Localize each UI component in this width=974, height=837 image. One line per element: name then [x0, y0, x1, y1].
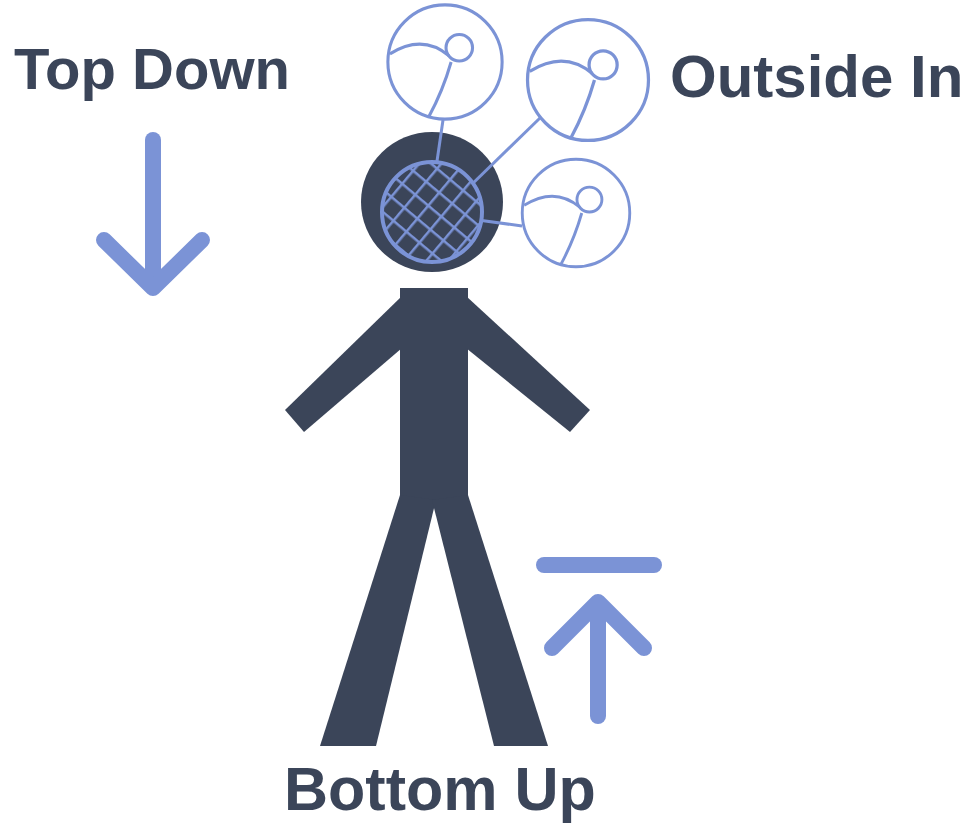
left-leg: [320, 495, 436, 746]
direction-label: Top Down: [14, 40, 290, 98]
right-leg: [432, 495, 548, 746]
perspective-icon: [528, 20, 649, 141]
up-arrow: [544, 565, 654, 716]
direction-label: Outside In: [670, 47, 963, 107]
head: [361, 132, 503, 272]
perspective-icon: [388, 5, 502, 119]
torso: [400, 288, 468, 502]
down-arrow: [104, 140, 202, 288]
brain-mesh: [382, 162, 482, 262]
direction-label: Bottom Up: [284, 759, 596, 820]
right-arm: [466, 296, 590, 432]
left-arm: [285, 296, 402, 432]
perspective-icon: [522, 159, 630, 267]
